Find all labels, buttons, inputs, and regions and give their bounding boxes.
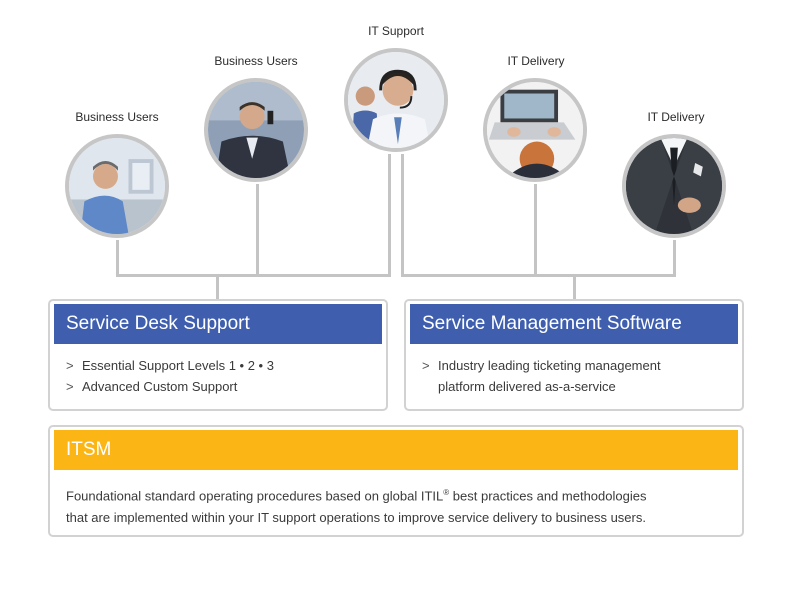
service-desk-support-panel: Service Desk Support > Essential Support … [48,299,388,411]
itsm-description-line-1: Foundational standard operating procedur… [66,488,647,504]
bullet-text: Advanced Custom Support [82,379,238,394]
connector-h-right [401,274,676,277]
itsm-description-line-2: that are implemented within your IT supp… [66,510,646,526]
avatar-business-user-phone [204,78,308,182]
persona-label-it-delivery-2: IT Delivery [647,110,705,124]
connector-v-5 [534,184,537,277]
connector-v-1 [116,240,119,277]
connector-v-6 [673,240,676,277]
connector-v-2 [256,184,259,277]
connector-h-left [116,274,391,277]
service-mgmt-bullet-1-continued: platform delivered as-a-service [438,379,616,394]
persona-label-business-users-1: Business Users [75,110,159,124]
service-management-software-panel: Service Management Software > Industry le… [404,299,744,411]
service-mgmt-bullet-1: > Industry leading ticketing management [422,358,661,373]
persona-label-business-users-2: Business Users [214,54,298,68]
avatar-it-delivery-suit-wrench [622,134,726,238]
service-desk-bullet-2: > Advanced Custom Support [66,379,237,394]
persona-label-it-delivery-1: IT Delivery [507,54,565,68]
service-desk-support-title: Service Desk Support [54,304,382,344]
connector-v-3 [388,154,391,277]
itsm-panel: ITSM Foundational standard operating pro… [48,425,744,537]
avatar-it-delivery-laptop [483,78,587,182]
chevron-right-icon: > [66,358,74,373]
connector-v-4 [401,154,404,277]
persona-label-it-support: IT Support [368,24,424,38]
chevron-right-icon: > [66,379,74,394]
bullet-text: Essential Support Levels 1 • 2 • 3 [82,358,274,373]
avatar-business-user-desk [65,134,169,238]
connector-drop-left [216,274,219,300]
avatar-it-support-headset [344,48,448,152]
itsm-description: Foundational standard operating procedur… [66,482,646,529]
chevron-right-icon: > [422,358,430,373]
service-management-software-title: Service Management Software [410,304,738,344]
connector-drop-right [573,274,576,300]
service-desk-bullet-1: > Essential Support Levels 1 • 2 • 3 [66,358,274,373]
bullet-text: Industry leading ticketing management [438,358,661,373]
itsm-title: ITSM [54,430,738,470]
